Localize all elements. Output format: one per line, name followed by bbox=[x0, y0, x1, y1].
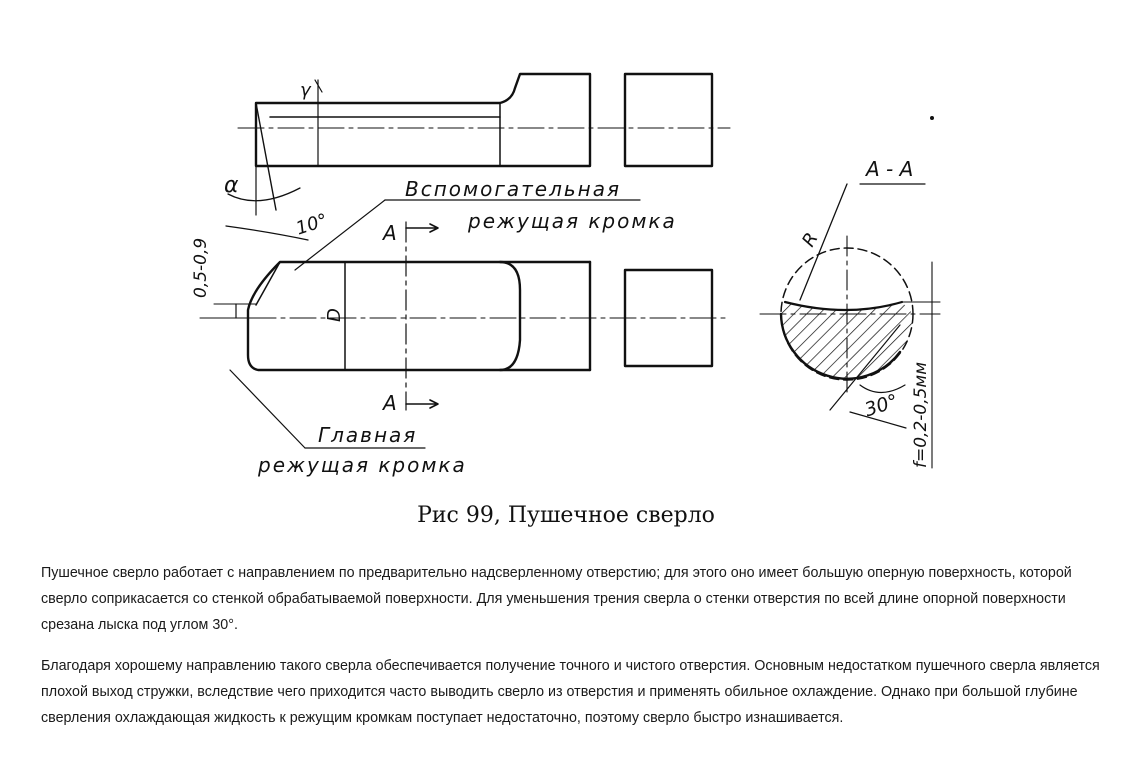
main-edge-label-1: Главная bbox=[318, 423, 417, 447]
section-a-bottom-label: A bbox=[381, 391, 397, 415]
paragraph-2: Благодаря хорошему направлению такого св… bbox=[41, 658, 1100, 726]
angle-10-label: 10° bbox=[293, 210, 330, 240]
main-edge-label-2: режущая кромка bbox=[257, 453, 467, 477]
aux-edge-label-1: Вспомогательная bbox=[405, 177, 621, 201]
section-view bbox=[759, 183, 941, 469]
gamma-label: γ bbox=[300, 80, 312, 101]
side-view bbox=[199, 199, 731, 449]
paragraph-1: Пушечное сверло работает с направлением … bbox=[41, 565, 1072, 633]
section-a-top-label: A bbox=[381, 221, 397, 245]
radius-label: R bbox=[798, 229, 822, 250]
article-body: Пушечное сверло работает с направлением … bbox=[41, 560, 1101, 746]
drawing: Вспомогательная режущая кромка Главная р… bbox=[191, 72, 941, 477]
angle-30-label: 30° bbox=[862, 390, 901, 421]
dim-05-09-label: 0,5-0,9 bbox=[191, 238, 211, 298]
aux-edge-label-2: режущая кромка bbox=[467, 209, 677, 233]
section-title-label: A - A bbox=[864, 157, 913, 181]
figure-caption: Рис 99, Пушечное сверло bbox=[417, 503, 715, 528]
gun-drill-figure: Вспомогательная режущая кромка Главная р… bbox=[191, 72, 941, 477]
dim-d-label: D bbox=[324, 308, 345, 322]
dim-f-label: f=0,2-0,5мм bbox=[911, 362, 931, 468]
top-view bbox=[225, 72, 731, 241]
alpha-label: α bbox=[224, 173, 239, 198]
